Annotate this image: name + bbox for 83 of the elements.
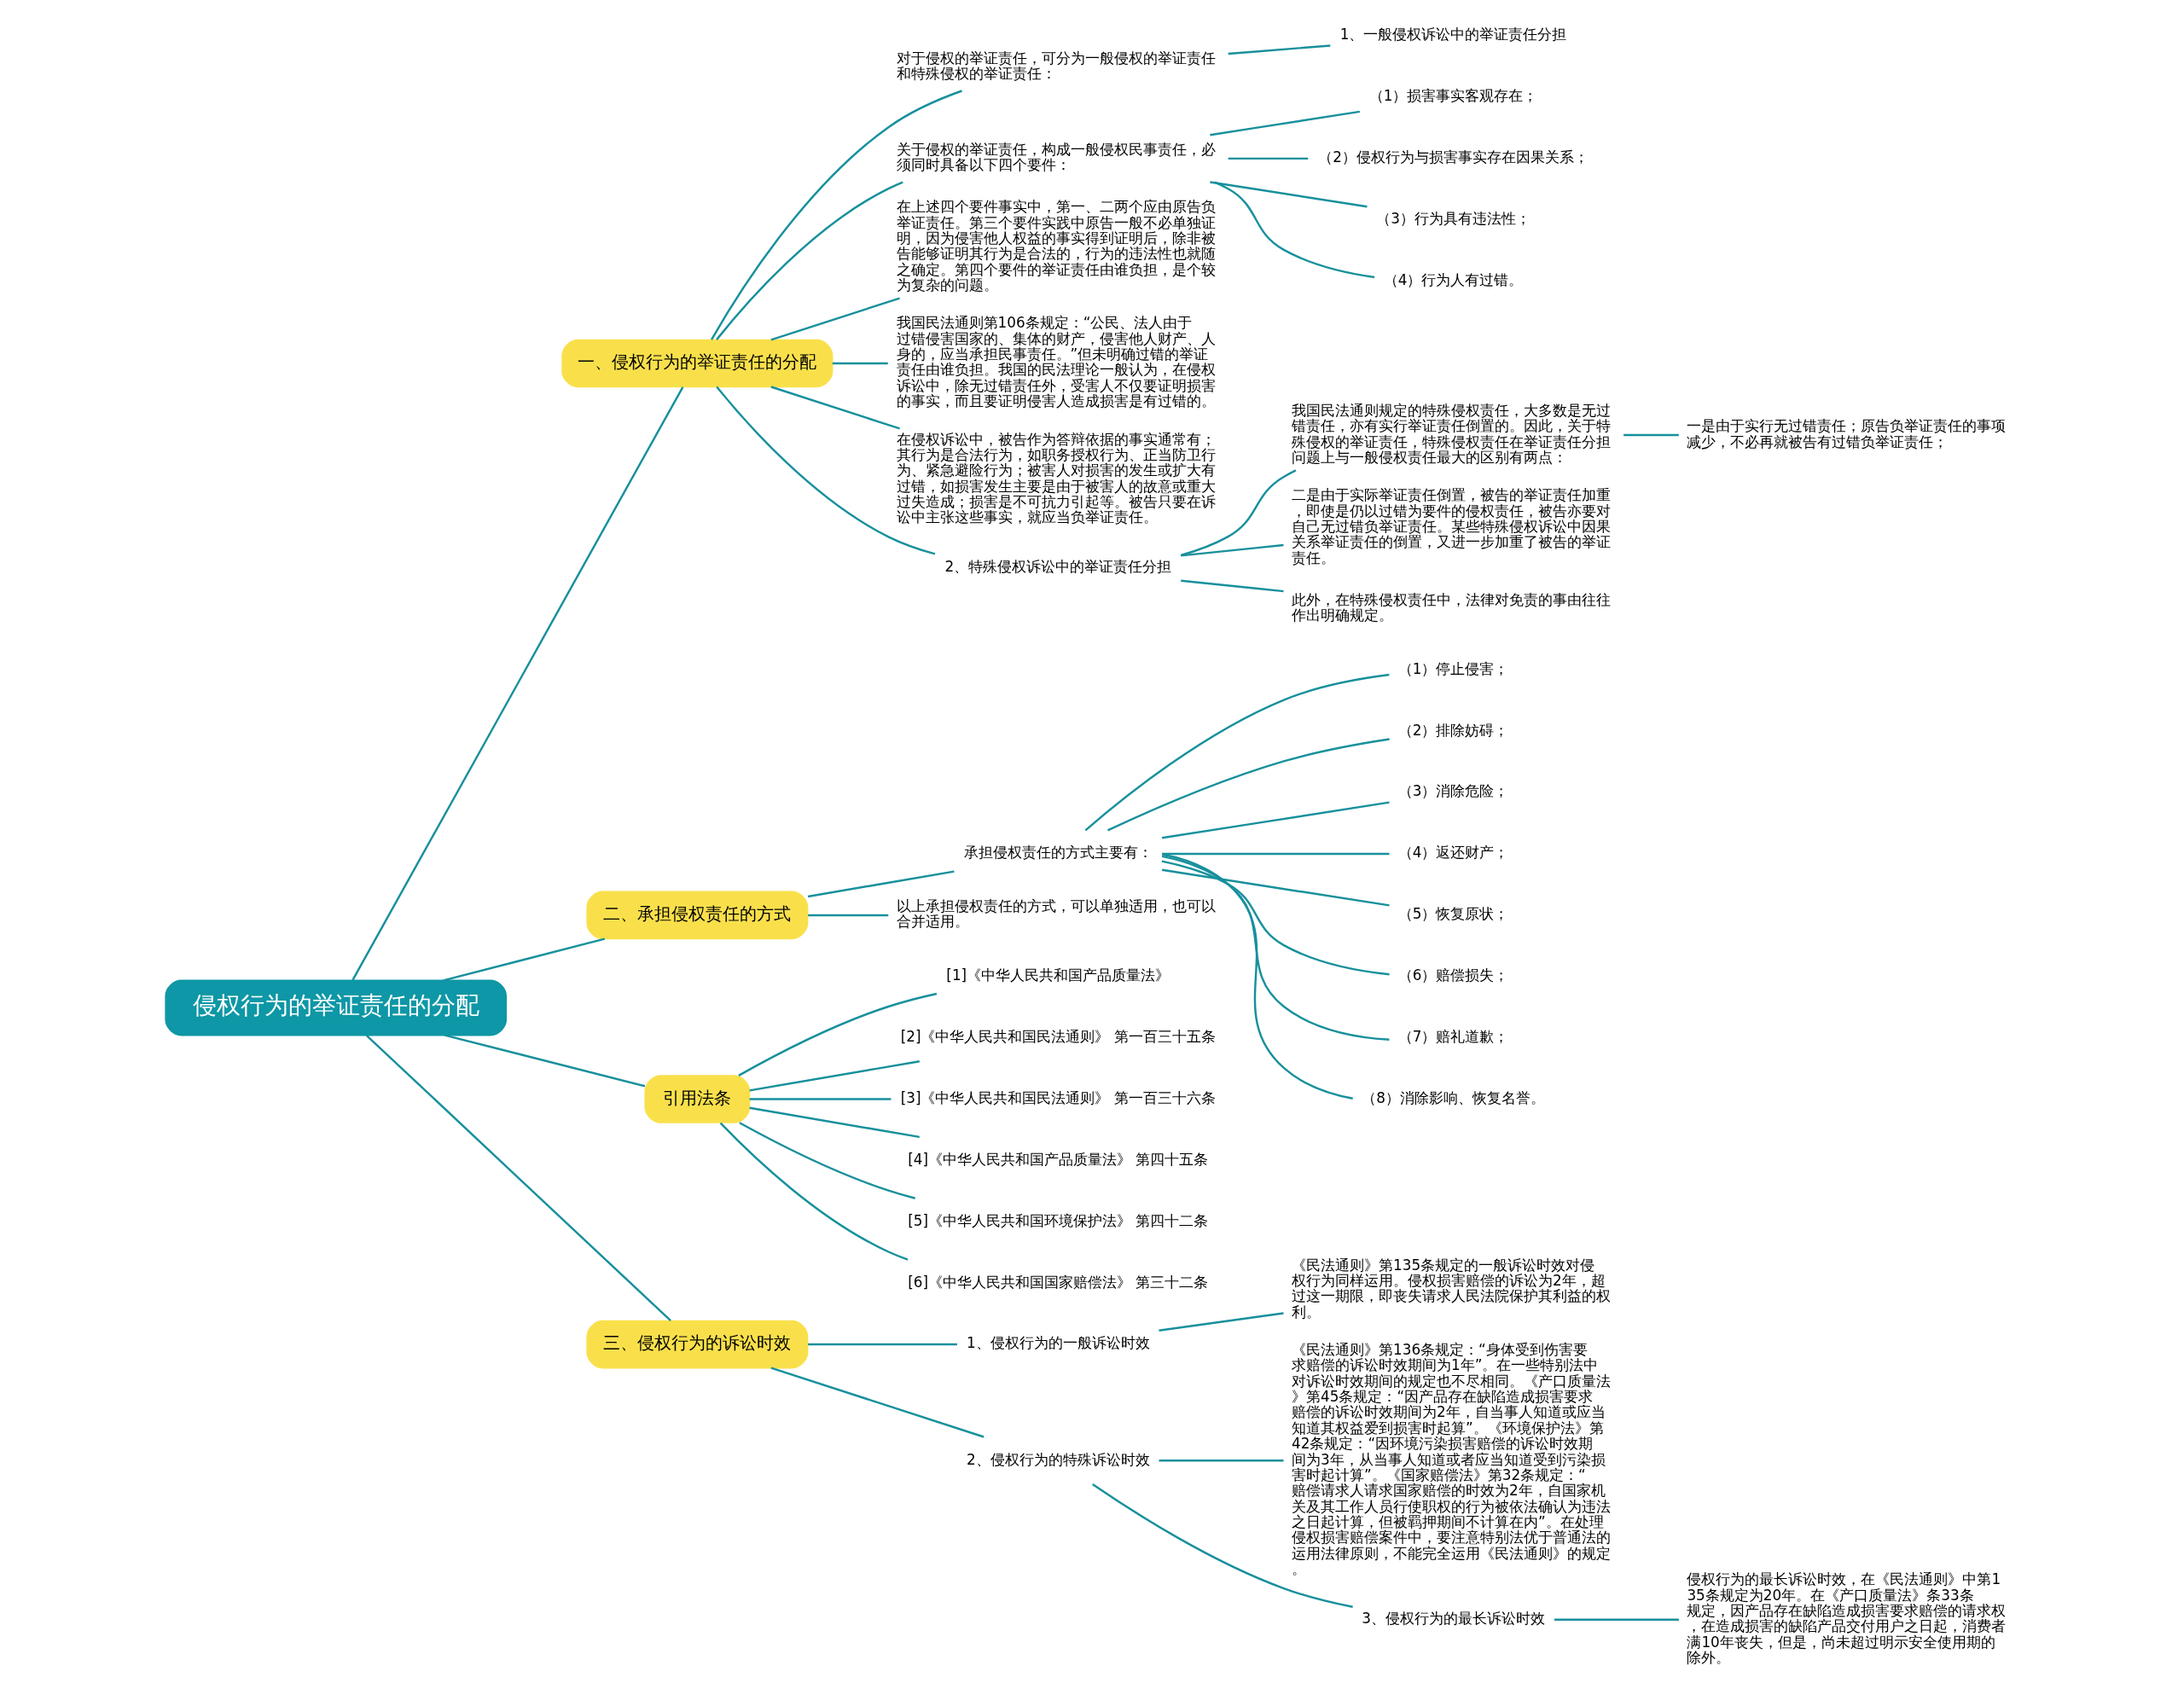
node-text: [3]《中华人民共和国民法通则》 第一百三十六条	[900, 1088, 1216, 1106]
node-text: 1、一般侵权诉讼中的举证责任分担	[1339, 26, 1567, 44]
connector	[749, 1098, 892, 1100]
connector	[1161, 801, 1390, 839]
connector	[1180, 469, 1297, 557]
connector	[1162, 852, 1390, 856]
connector	[1084, 673, 1390, 832]
connector	[1210, 110, 1361, 136]
node-text: （8）消除影响、恢复名誉。	[1362, 1088, 1545, 1106]
connector	[444, 1034, 646, 1088]
node-text: （5）恢复原状；	[1397, 905, 1509, 923]
node-text: （3）行为具有违法性；	[1376, 210, 1531, 228]
connector	[1159, 1312, 1284, 1332]
connector	[808, 914, 889, 917]
node-box: 一、侵权行为的举证责任的分配	[561, 339, 834, 388]
node-text: （3）消除危险；	[1397, 782, 1509, 800]
connector	[1214, 181, 1375, 279]
connector	[719, 1122, 909, 1261]
connector	[1623, 433, 1679, 437]
connector	[1161, 855, 1390, 1042]
node-text: 我国民法通则第106条规定：“公民、法人由于过错侵害国家的、集体的财产，侵害他人财产、人身的，应当承担民事责任。”但未明确过错的举证责任由谁负担。我国的民法理论一般认为，在侵权诉讼中，除无过错责任外，受害人不仅要证明损害的事实，而且要证明侵害人造成损害是有过错的。	[896, 314, 1216, 410]
connector	[832, 362, 888, 365]
node-text: （1）损害事实客观存在；	[1368, 87, 1538, 105]
connector	[738, 992, 938, 1077]
connector	[749, 1060, 920, 1092]
connector	[1162, 853, 1353, 1100]
node-text: （2）排除妨碍；	[1397, 721, 1509, 739]
node-box: 三、侵权行为的诉讼时效	[586, 1320, 809, 1369]
connector	[1228, 157, 1309, 160]
connector	[1181, 543, 1284, 557]
node-text: 一是由于实行无过错责任；原告负举证责任的事项减少，不必再就被告有过错负举证责任；	[1687, 417, 2007, 450]
node-text: 3、侵权行为的最长诉讼时效	[1362, 1610, 1545, 1628]
node-text: 此外，在特殊侵权责任中，法律对免责的事由往往作出明确规定。	[1292, 590, 1611, 624]
node-text: （4）行为人有过错。	[1383, 270, 1524, 288]
connector	[351, 386, 684, 981]
node-text: （6）赔偿损失；	[1397, 966, 1509, 984]
connector	[808, 1343, 957, 1346]
connector	[1159, 1460, 1284, 1462]
connector	[739, 1122, 915, 1199]
node-text: 在上述四个要件事实中，第一、二两个应由原告负举证责任。第三个要件实践中原告一般不必单独证明，因为侵害他人权益的事实得到证明后，除非被告能够证明其行为是合法的，行为的违法性也就随之确定。第四个要件的举证责任由谁负担，是个较为复杂的问题。	[896, 198, 1216, 294]
connector	[770, 1367, 985, 1438]
node-box: 侵权行为的举证责任的分配	[165, 979, 508, 1036]
node-text: 我国民法通则规定的特殊侵权责任，大多数是无过错责任，亦有实行举证责任倒置的。因此，关于特殊侵权的举证责任，特殊侵权责任在举证责任分担问题上与一般侵权责任最大的区别有两点：	[1292, 401, 1611, 466]
connector	[716, 181, 903, 340]
connector	[770, 386, 900, 430]
node-text: 以上承担侵权责任的方式，可以单独适用，也可以合并适用。	[896, 897, 1216, 931]
node-text: 在侵权诉讼中，被告作为答辩依据的事实通常有；其行为是合法行为，如职务授权行为、正当防卫行为、紧急避险行为；被害人对损害的发生或扩大有过错，如损害发生主要是由于被害人的故意或重大过失造成；损害是不可抗力引起等。被告只要在诉讼中主张这些事实，就应当负举证责任。	[896, 430, 1216, 526]
connector	[711, 90, 962, 340]
node-text: 2、侵权行为的特殊诉讼时效	[966, 1450, 1150, 1468]
node-text: 承担侵权责任的方式主要有：	[963, 844, 1153, 862]
connector	[1228, 44, 1331, 55]
node-text: 《民法通则》第135条规定的一般诉讼时效对侵权行为同样运用。侵权损害赔偿的诉讼为2年，超过这一期限，即丧失请求人民法院保护其利益的权利。	[1292, 1256, 1611, 1320]
connector	[1181, 579, 1284, 593]
node-text: [6]《中华人民共和国国家赔偿法》 第三十二条	[908, 1273, 1209, 1291]
node-text: 2、特殊侵权诉讼中的举证责任分担	[944, 558, 1172, 576]
connector	[365, 1034, 671, 1322]
connector	[749, 1106, 920, 1139]
connector	[716, 386, 936, 555]
connector	[1161, 860, 1390, 976]
node-text: （1）停止侵害；	[1397, 659, 1509, 677]
node-text: 侵权行为的最长诉讼时效，在《民法通则》中第135条规定为20年。在《产口质量法》条33条规定，因产品存在缺陷造成损害要求赔偿的请求权，在造成损害的缺陷产品交付用户之日起，消费者满10年丧失，但是，尚未超过明示安全使用期的除外。	[1687, 1570, 2007, 1666]
connector	[1092, 1483, 1353, 1608]
node-text: （4）返还财产；	[1397, 844, 1509, 862]
node-text: [2]《中华人民共和国民法通则》 第一百三十五条	[900, 1027, 1216, 1045]
node-box: 二、承担侵权责任的方式	[586, 891, 809, 940]
node-text: 二是由于实际举证责任倒置，被告的举证责任加重，即使是仍以过错为要件的侵权责任，被告亦要对自己无过错负举证责任。某些特殊侵权诉讼中因果关系举证责任的倒置，又进一步加重了被告的举证责任。	[1292, 486, 1611, 566]
node-box: 引用法条	[644, 1075, 751, 1123]
connector	[770, 297, 900, 341]
node-text: [5]《中华人民共和国环境保护法》 第四十二条	[908, 1211, 1209, 1229]
node-text: [1]《中华人民共和国产品质量法》	[946, 966, 1170, 984]
connector	[1107, 738, 1390, 832]
node-text: （7）赔礼道歉；	[1397, 1027, 1509, 1045]
node-text: 关于侵权的举证责任，构成一般侵权民事责任，必须同时具备以下四个要件：	[896, 140, 1216, 174]
node-text: [4]《中华人民共和国产品质量法》 第四十五条	[908, 1150, 1209, 1168]
node-text: （2）侵权行为与损害事实存在因果关系；	[1318, 148, 1589, 166]
connector	[1210, 181, 1368, 208]
connector	[1554, 1618, 1679, 1621]
node-text: 对于侵权的举证责任，可分为一般侵权的举证责任和特殊侵权的举证责任：	[896, 49, 1216, 83]
node-text: 1、侵权行为的一般诉讼时效	[966, 1334, 1150, 1352]
connector	[1161, 868, 1390, 907]
node-text: 《民法通则》第136条规定：“身体受到伤害要求赔偿的诉讼时效期间为1年”。在一些特别法中对诉讼时效期间的规定也不尽相同。《产口质量法》第45条规定：“因产品存在缺陷造成损害要求赔偿的诉讼时效期间为2年，自当事人知道或应当知道其权益爱到损害时起算”。《环境保护法》第42条规定：“因环境污染损害赔偿的诉讼时效期间为3年，从当事人知道或者应当知道受到污染损害时起计算”。《国家赔偿法》第32条规定：“赔偿请求人请求国家赔偿的时效为2年，自国家机关及其工作人员行使职权的行为被依法确认为违法之日起计算，但被羁押期间不计算在内”。在处理侵权损害赔偿案件中，要注意特别法优于普通法的运用法律原则，不能完全运用《民法通则》的规定。	[1292, 1341, 1611, 1577]
connector	[807, 870, 955, 898]
connector	[443, 937, 606, 982]
